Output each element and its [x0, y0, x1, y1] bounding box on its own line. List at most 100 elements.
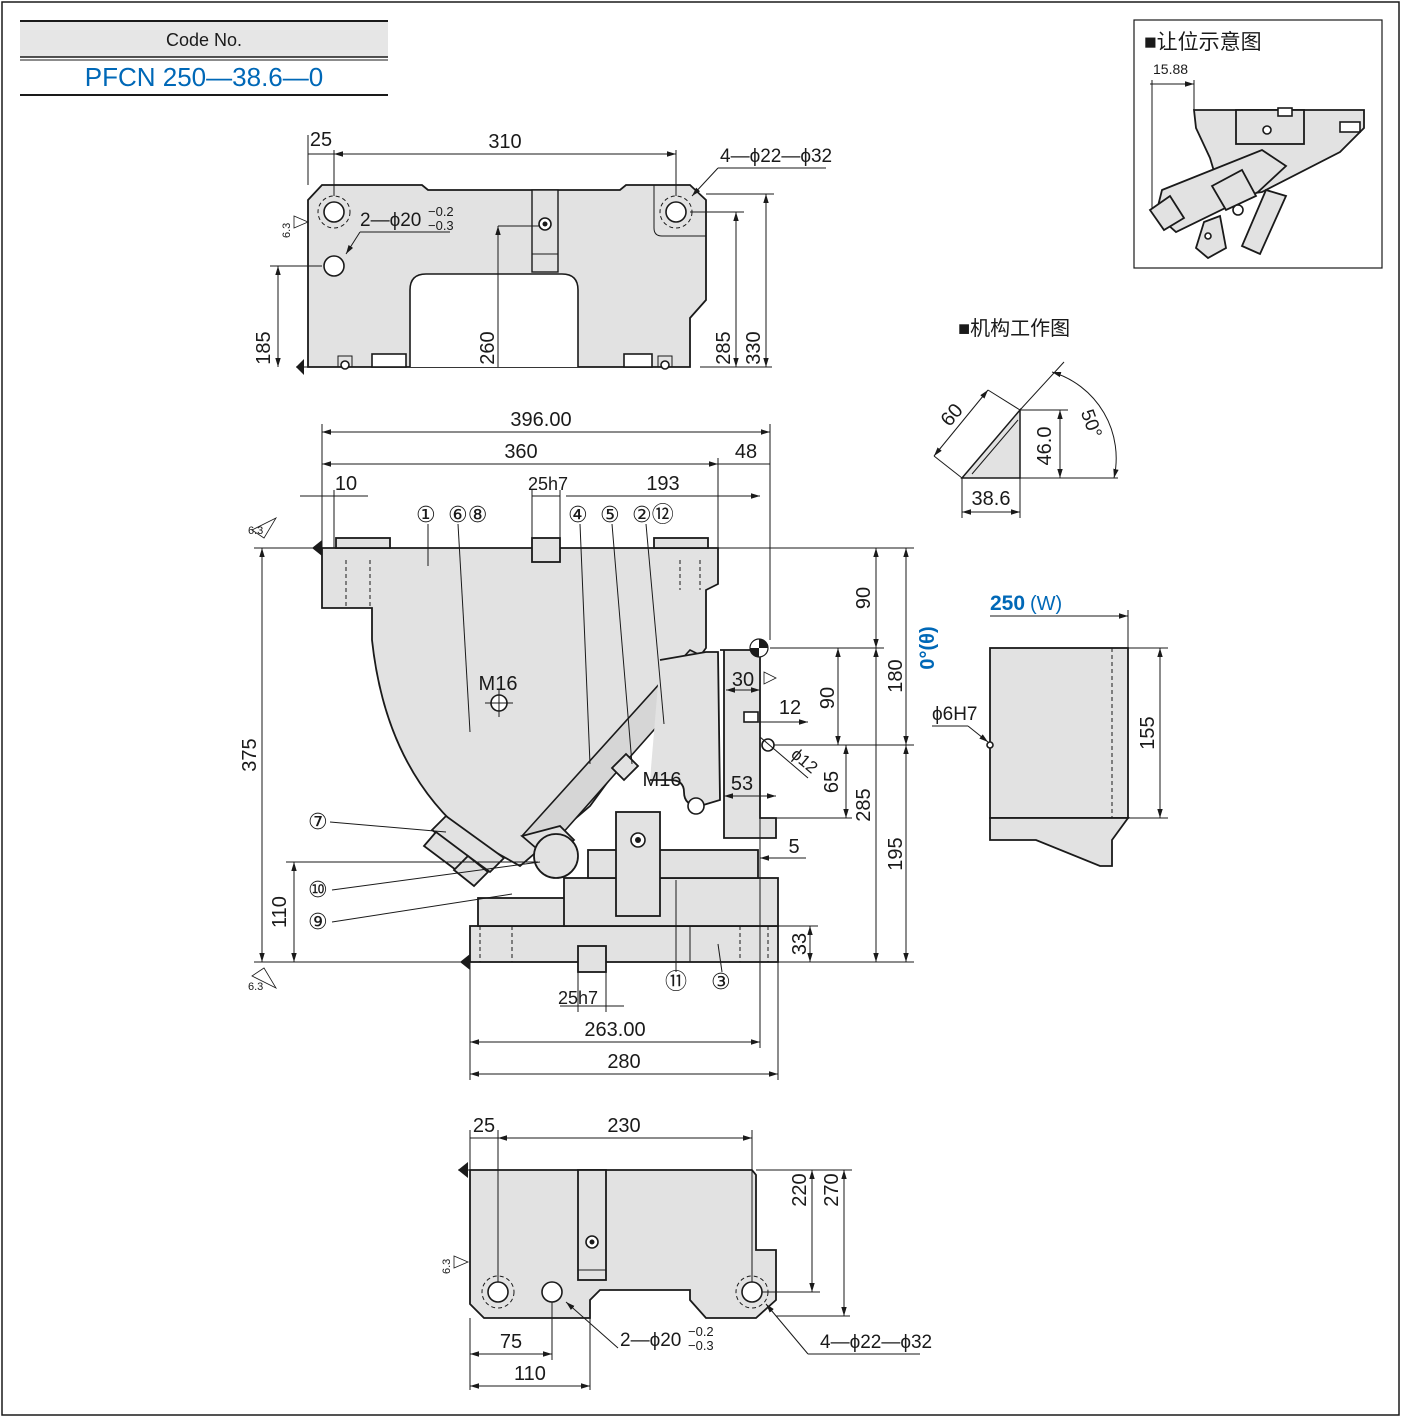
top-dim-310: 310: [488, 131, 521, 153]
bottom-dim-25: 25: [473, 1115, 495, 1137]
side-body: [989, 647, 1129, 819]
bottom-tol-upper: −0.2: [688, 1324, 714, 1339]
top-tol-lower: −0.3: [428, 218, 454, 233]
balloon-2-12: ②⑫: [632, 502, 674, 527]
bottom-pin-callout: 2—ϕ20: [620, 1330, 681, 1351]
top-dim-285: 285: [713, 331, 735, 364]
front-key-top: 25h7: [528, 474, 568, 494]
front-rough-bottom: 6.3: [248, 981, 263, 993]
balloon-9: ⑨: [308, 909, 328, 934]
front-bottom-key: [577, 945, 607, 973]
front-view: 396.00 360 48 10 25h7 193 90 180 285 195…: [239, 409, 939, 1080]
front-dim-360: 360: [504, 441, 537, 463]
top-dim-260: 260: [477, 331, 499, 364]
bottom-key: [577, 1169, 607, 1281]
front-right-285: 285: [853, 788, 875, 821]
top-slot: [409, 273, 579, 367]
front-top-key: [531, 537, 561, 563]
front-roller: [533, 833, 579, 879]
bottom-dim-75: 75: [500, 1331, 522, 1353]
side-height-155: 155: [1137, 716, 1159, 749]
bottom-dim-110: 110: [514, 1363, 546, 1385]
clearance-title: ■让位示意图: [1144, 31, 1262, 54]
bottom-view: 25 230 220 270 75 110 2—ϕ20 −0.2 −0.3 4—…: [441, 1115, 932, 1390]
top-hole-counterbore: [665, 201, 687, 223]
balloon-6-8: ⑥⑧: [448, 502, 487, 527]
bottom-hole-callout: 4—ϕ22—ϕ32: [820, 1332, 932, 1353]
front-dim-263: 263.00: [584, 1019, 645, 1041]
front-dim-phi12: ϕ12: [787, 745, 821, 778]
side-pin-label: ϕ6H7: [932, 704, 978, 725]
top-roughness: 6.3: [281, 223, 293, 238]
top-key: [531, 189, 559, 273]
front-dim-280: 280: [607, 1051, 640, 1073]
front-pin-post: [615, 811, 661, 917]
clearance-wedge: [1240, 188, 1288, 256]
balloon-10: ⑩: [308, 877, 328, 902]
front-slide-block: [563, 877, 779, 927]
code-value: PFCN 250—38.6—0: [85, 62, 323, 92]
front-dim-30: 30: [732, 669, 754, 691]
side-width-label: 250: [990, 592, 1025, 615]
front-dim-90b: 90: [817, 687, 839, 709]
bottom-dim-220: 220: [789, 1173, 811, 1206]
front-dim-12: 12: [779, 697, 801, 719]
front-dim-193: 193: [646, 473, 679, 495]
mech-hyp: 60: [937, 400, 968, 431]
top-hole-callout: 4—ϕ22—ϕ32: [720, 146, 832, 167]
side-width-suffix: (W): [1030, 593, 1062, 615]
front-key-bottom: 25h7: [558, 988, 598, 1008]
balloon-3: ③: [711, 969, 731, 994]
front-m16-a: M16: [479, 673, 518, 695]
top-hole-counterbore: [323, 201, 345, 223]
mech-height: 46.0: [1034, 427, 1056, 466]
balloon-5: ⑤: [600, 502, 620, 527]
front-dim-396: 396.00: [510, 409, 571, 431]
front-dim-48: 48: [735, 441, 757, 463]
front-m16-b: M16: [643, 769, 682, 791]
top-dim-330: 330: [743, 331, 765, 364]
front-dim-10: 10: [335, 473, 357, 495]
front-left-110: 110: [269, 896, 291, 928]
balloon-4: ④: [568, 502, 588, 527]
bottom-dim-230: 230: [607, 1115, 640, 1137]
mechanism-triangle: [960, 407, 1021, 479]
code-block: Code No. PFCN 250—38.6—0: [20, 20, 388, 96]
bottom-plate: [469, 1169, 777, 1319]
front-dim-65: 65: [821, 771, 843, 793]
clearance-dim: 15.88: [1153, 61, 1188, 77]
mech-angle: 50°: [1076, 407, 1106, 441]
top-pin-callout: 2—ϕ20: [360, 210, 421, 231]
front-right-195: 195: [885, 837, 907, 870]
bottom-tol-lower: −0.3: [688, 1338, 714, 1353]
side-base: [989, 817, 1130, 867]
mechanism-title: ■机构工作图: [958, 317, 1070, 340]
top-pin-hole: [323, 255, 345, 277]
top-dim-185: 185: [253, 331, 275, 364]
front-dim-53: 53: [731, 773, 753, 795]
balloon-1: ①: [416, 502, 436, 527]
side-view: 250 (W) ϕ6H7 155: [932, 592, 1168, 867]
bottom-roughness: 6.3: [441, 1259, 453, 1274]
front-right-180: 180: [885, 659, 907, 692]
top-tol-upper: −0.2: [428, 204, 454, 219]
mech-base: 38.6: [972, 488, 1011, 510]
bottom-pin-hole: [541, 1281, 563, 1303]
clearance-diagram: ■让位示意图 15.88: [1133, 19, 1383, 269]
front-rough-top: 6.3: [248, 525, 263, 537]
balloon-11: ⑪: [665, 969, 687, 994]
front-angle-label: 0°(θ): [917, 626, 939, 669]
front-dim-33: 33: [789, 933, 811, 955]
front-left-375: 375: [239, 738, 261, 771]
front-right-90: 90: [853, 587, 875, 609]
top-view: 25 310 4—ϕ22—ϕ32 2—ϕ20 −0.2 −0.3 185 260…: [253, 129, 832, 375]
front-dim-5: 5: [788, 836, 799, 858]
bottom-dim-270: 270: [821, 1173, 843, 1206]
bottom-hole-counterbore: [487, 1281, 509, 1303]
bottom-hole-counterbore: [741, 1281, 763, 1303]
top-dim-25: 25: [310, 129, 332, 151]
front-base-plate: [469, 925, 779, 963]
